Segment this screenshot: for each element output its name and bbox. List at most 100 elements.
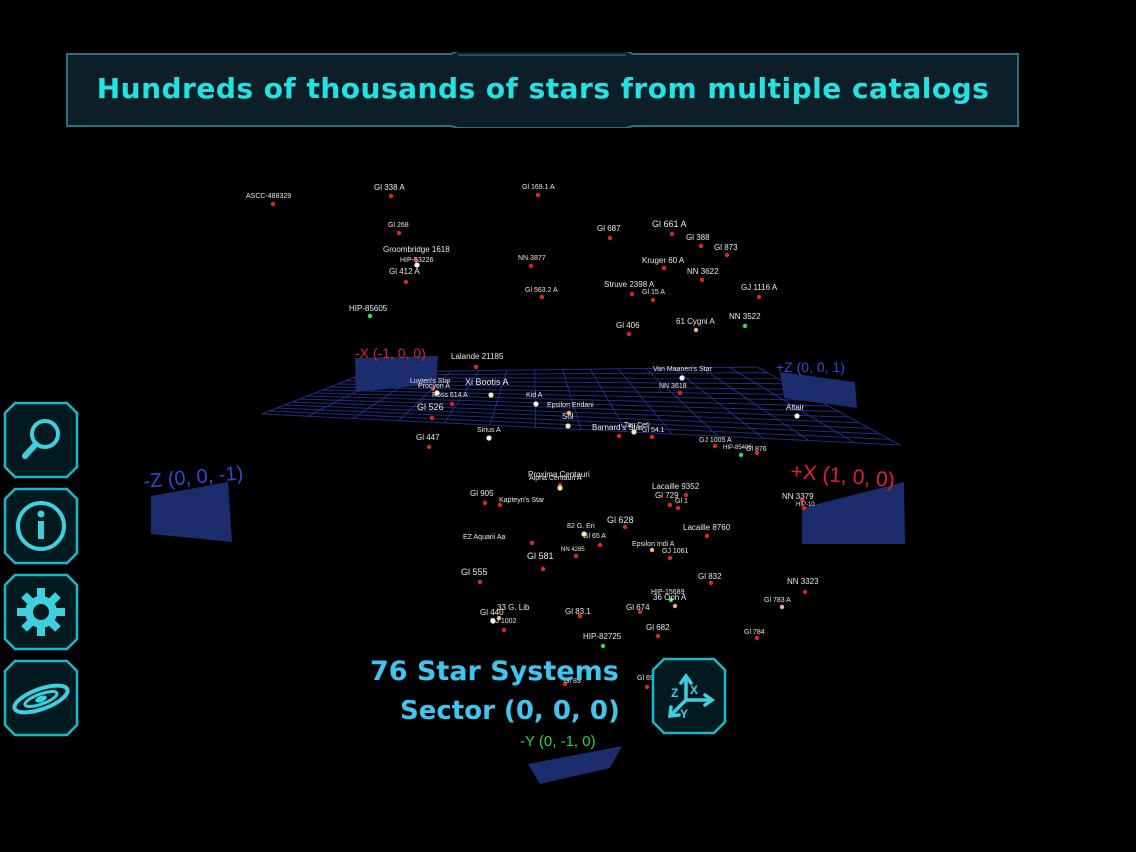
star-dot[interactable]	[631, 429, 637, 435]
star-dot[interactable]	[754, 450, 760, 456]
star-dot[interactable]	[708, 580, 714, 586]
star-system[interactable]: NN 3877	[518, 255, 546, 269]
star-dot[interactable]	[649, 434, 655, 440]
star-system[interactable]: Gl 65 A	[583, 533, 606, 548]
star-system[interactable]: Ross 614 A	[432, 392, 468, 407]
star-system[interactable]: Epsilon Indi A	[632, 541, 675, 553]
star-dot[interactable]	[430, 386, 436, 392]
star-dot[interactable]	[414, 262, 420, 268]
star-dot[interactable]	[426, 444, 432, 450]
star-dot[interactable]	[655, 633, 661, 639]
star-system[interactable]: Gl 169.1 A	[522, 184, 555, 198]
star-system[interactable]: Gl 406	[616, 321, 640, 337]
axes-view-button[interactable]: Z X Y	[650, 656, 728, 736]
star-dot[interactable]	[712, 443, 718, 449]
star-dot[interactable]	[501, 627, 507, 633]
star-dot[interactable]	[724, 252, 730, 258]
star-dot[interactable]	[704, 533, 710, 539]
star-dot[interactable]	[699, 277, 705, 283]
star-system[interactable]: HIP-10	[796, 502, 815, 511]
star-dot[interactable]	[540, 566, 546, 572]
star-system[interactable]: Gl 581	[527, 551, 554, 572]
star-dot[interactable]	[677, 390, 683, 396]
star-system[interactable]: Gl 268	[388, 222, 409, 236]
star-dot[interactable]	[270, 201, 276, 207]
star-dot[interactable]	[533, 401, 539, 407]
star-system[interactable]: NN 3323	[787, 577, 819, 595]
star-system[interactable]: Gl 729	[655, 491, 679, 508]
star-system[interactable]: NN 3618	[659, 383, 687, 396]
star-system[interactable]: GJ 1061	[662, 548, 689, 561]
star-system[interactable]: Barnard's Star	[592, 423, 643, 439]
star-system[interactable]: NN 3622	[687, 267, 719, 283]
star-dot[interactable]	[667, 502, 673, 508]
star-dot[interactable]	[496, 615, 502, 621]
star-dot[interactable]	[629, 291, 635, 297]
star-system[interactable]: GJ 1005 A	[699, 437, 732, 449]
star-system[interactable]: Gl 873	[714, 243, 738, 258]
star-dot[interactable]	[799, 497, 805, 503]
star-system[interactable]: GJ 1002	[490, 618, 517, 633]
star-dot[interactable]	[597, 542, 603, 548]
star-system[interactable]: Gl 563.2 A	[525, 287, 558, 300]
star-system[interactable]: Alpha Centauri A	[529, 475, 582, 491]
star-dot[interactable]	[756, 294, 762, 300]
star-dot[interactable]	[679, 375, 685, 381]
star-dot[interactable]	[661, 265, 667, 271]
star-system[interactable]: HIP-85406	[723, 445, 752, 458]
star-dot[interactable]	[622, 524, 628, 530]
star-system[interactable]: Sol	[562, 412, 574, 429]
star-system[interactable]: Kid A	[526, 392, 543, 407]
star-system[interactable]: Luyten's Star	[410, 378, 451, 392]
star-dot[interactable]	[482, 500, 488, 506]
star-dot[interactable]	[675, 505, 681, 511]
star-dot[interactable]	[600, 643, 606, 649]
star-dot[interactable]	[488, 392, 494, 398]
star-dot[interactable]	[644, 684, 650, 690]
star-dot[interactable]	[403, 279, 409, 285]
star-system[interactable]: Sirius A	[477, 427, 501, 441]
star-dot[interactable]	[529, 540, 535, 546]
star-system[interactable]: Epsilon Eridani	[547, 402, 594, 416]
star-system[interactable]: Gl 784	[744, 629, 765, 641]
star-system[interactable]: Gl 687	[597, 224, 621, 241]
star-dot[interactable]	[573, 553, 579, 559]
star-system[interactable]: Gl 905	[470, 489, 494, 506]
star-dot[interactable]	[449, 401, 455, 407]
star-system[interactable]: HIP-15689	[651, 589, 685, 603]
star-dot[interactable]	[528, 263, 534, 269]
star-system[interactable]: Kruger 60 A	[642, 256, 685, 271]
star-system[interactable]: Gl 54.1	[642, 427, 665, 440]
star-system[interactable]: NN 3379	[782, 492, 814, 503]
star-system[interactable]: EZ Aquarii Aa	[463, 534, 535, 546]
star-system[interactable]: Lacaille 8760	[683, 523, 731, 539]
star-system[interactable]: Gl 83	[562, 678, 581, 687]
star-dot[interactable]	[698, 243, 704, 249]
star-dot[interactable]	[693, 327, 699, 333]
star-dot[interactable]	[396, 230, 402, 236]
star-dot[interactable]	[649, 547, 655, 553]
star-dot[interactable]	[669, 231, 675, 237]
star-system[interactable]: Gl 682	[646, 623, 670, 639]
star-system[interactable]: Altair	[786, 403, 805, 419]
star-system[interactable]: 36 Oph A	[653, 593, 687, 609]
star-system[interactable]: HIP-85605	[349, 304, 388, 319]
info-button[interactable]	[3, 487, 79, 565]
star-system[interactable]: Gl 661 A	[652, 219, 687, 237]
galaxy-button[interactable]	[3, 659, 79, 737]
star-dot[interactable]	[490, 618, 496, 624]
star-dot[interactable]	[607, 235, 613, 241]
star-system[interactable]: HIP-82725	[583, 632, 622, 649]
star-system[interactable]: Gl 832	[698, 572, 722, 586]
star-dot[interactable]	[497, 502, 503, 508]
star-system[interactable]: Gl 338 A	[374, 183, 405, 199]
star-system[interactable]: Gl 83.1	[565, 607, 591, 619]
star-dot[interactable]	[566, 410, 572, 416]
star-system[interactable]: NN 4285	[561, 547, 585, 559]
star-system[interactable]: Gl 783 A	[764, 597, 791, 610]
star-system[interactable]: Gl 526	[417, 402, 444, 421]
star-dot[interactable]	[802, 589, 808, 595]
star-dot[interactable]	[539, 294, 545, 300]
star-system[interactable]: Gl 674	[626, 603, 650, 615]
